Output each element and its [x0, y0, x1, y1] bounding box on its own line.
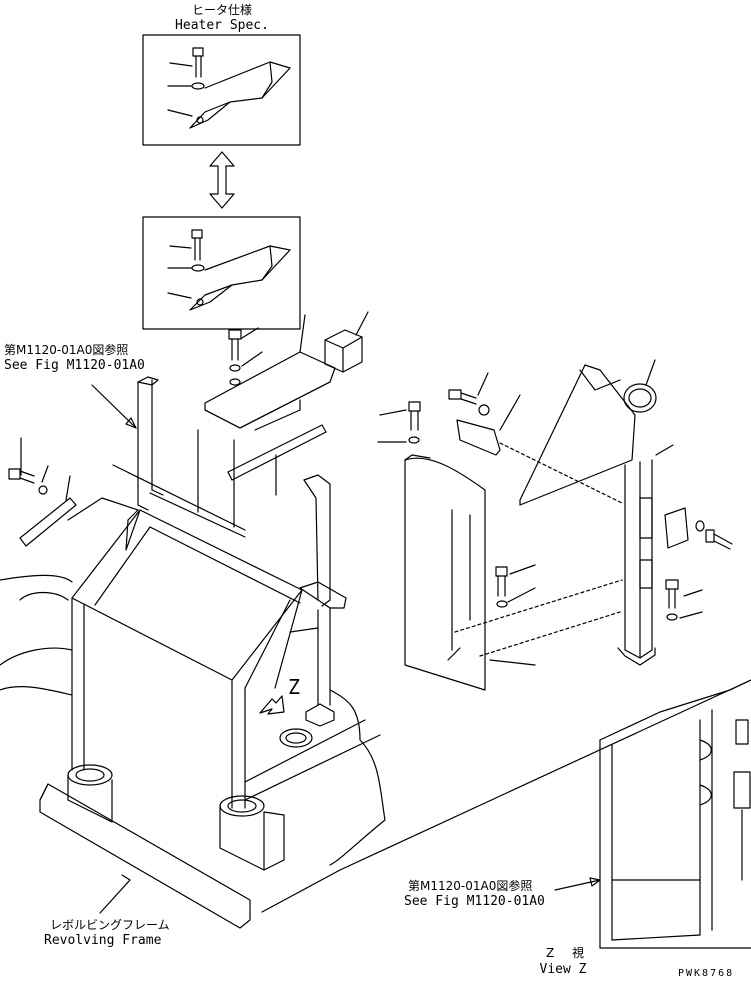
heater-spec-inset: [143, 35, 300, 145]
revolving-frame-en-label: Revolving Frame: [44, 933, 162, 948]
see-fig-top-jp-label: 第M1120-01A0図参照: [4, 343, 129, 357]
see-fig-bottom-en-label: See Fig M1120-01A0: [404, 894, 545, 909]
double-arrow-icon: [210, 152, 234, 208]
view-z-detail: [340, 680, 751, 948]
see-fig-bottom-jp-label: 第M1120-01A0図参照: [408, 879, 533, 893]
heater-spec-en-label: Heater Spec.: [175, 18, 269, 33]
heater-spec-jp-label: ヒータ仕様: [191, 3, 253, 17]
revolving-frame-jp-label: レボルビングフレーム: [50, 918, 170, 932]
view-z-en-label: View Z: [539, 962, 587, 977]
see-fig-top-en-label: See Fig M1120-01A0: [4, 358, 145, 373]
right-panel-assembly: [378, 360, 732, 690]
z-marker-label: Z: [288, 675, 301, 699]
drawing-code-label: PWK8768: [678, 968, 735, 979]
standard-inset: [143, 217, 300, 329]
guard-frame: [0, 377, 385, 928]
bracket-parts: [92, 312, 368, 495]
view-z-jp-label: Z 視: [545, 946, 585, 960]
left-plate-parts: [9, 438, 76, 546]
